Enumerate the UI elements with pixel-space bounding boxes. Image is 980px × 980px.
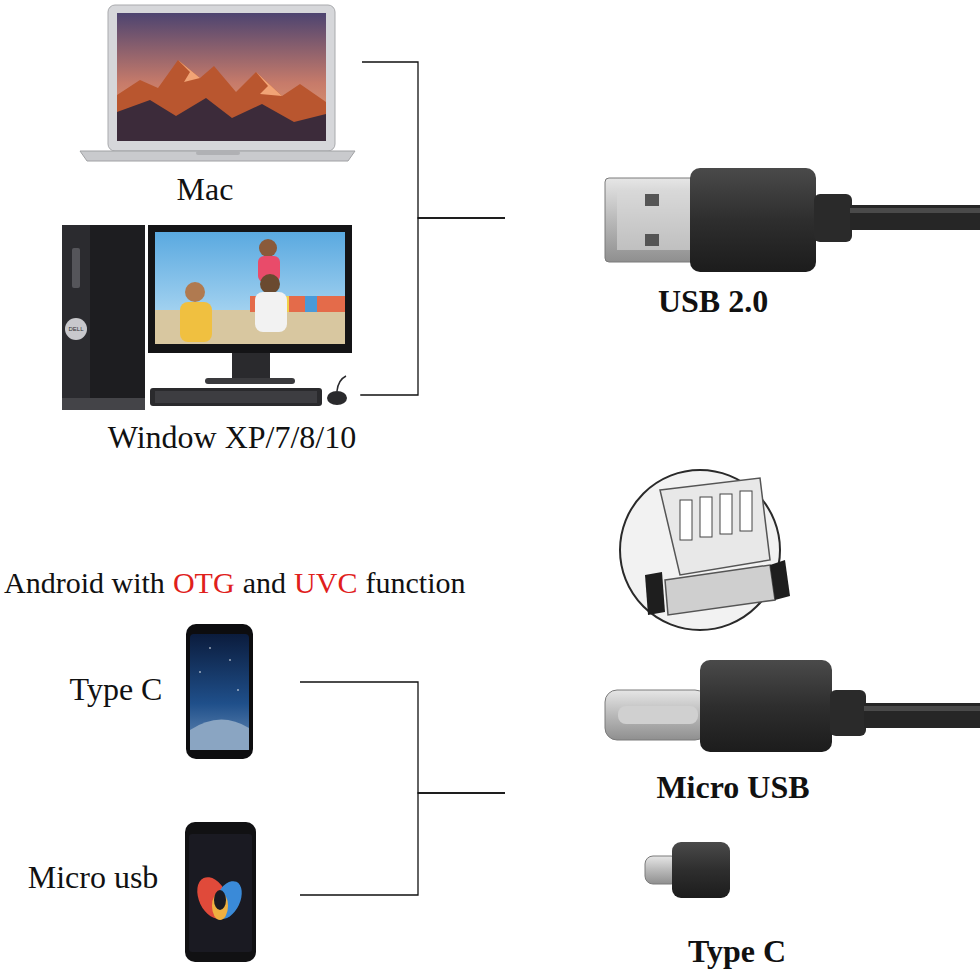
- device-label: Type C: [688, 934, 786, 969]
- device-label: Window XP/7/8/10: [108, 420, 357, 455]
- desktop-illustration: [62, 225, 352, 410]
- usb-a-cable: [605, 168, 980, 272]
- heading: Android withOTGandUVC function: [4, 566, 466, 599]
- otg-adapter-inset: [620, 470, 790, 630]
- device-node: Window XP/7/8/10: [50, 222, 360, 462]
- device-node: Type C: [55, 620, 300, 765]
- device-label: USB 2.0: [658, 284, 768, 319]
- phone-illustration: [186, 624, 253, 759]
- bracket-connector: [300, 793, 505, 895]
- device-label: Mac: [177, 172, 234, 207]
- bracket-connector: [360, 218, 505, 395]
- laptop-illustration: [80, 5, 355, 161]
- bracket-connector: [300, 682, 505, 793]
- heading-word: OTG: [173, 566, 235, 599]
- heading-word: UVC: [294, 566, 357, 599]
- device-node: USB 2.0: [505, 140, 980, 325]
- device-label: Type C: [70, 672, 163, 707]
- device-label: Micro USB: [656, 770, 809, 805]
- heading-word: Android with: [4, 566, 165, 599]
- device-label: Micro usb: [28, 860, 159, 895]
- bracket-connector: [362, 62, 505, 218]
- phone-illustration: [185, 822, 256, 962]
- micro-usb-cable: [605, 660, 980, 752]
- logo-text: DELL: [68, 326, 83, 332]
- device-node: Micro usb: [8, 815, 300, 965]
- type-c-adapter: [645, 842, 730, 898]
- heading-word: function: [366, 566, 466, 599]
- device-node: Micro USB: [505, 650, 980, 810]
- device-node: Type C: [640, 838, 840, 976]
- heading-word: and: [243, 566, 286, 599]
- device-node: Mac: [75, 0, 362, 215]
